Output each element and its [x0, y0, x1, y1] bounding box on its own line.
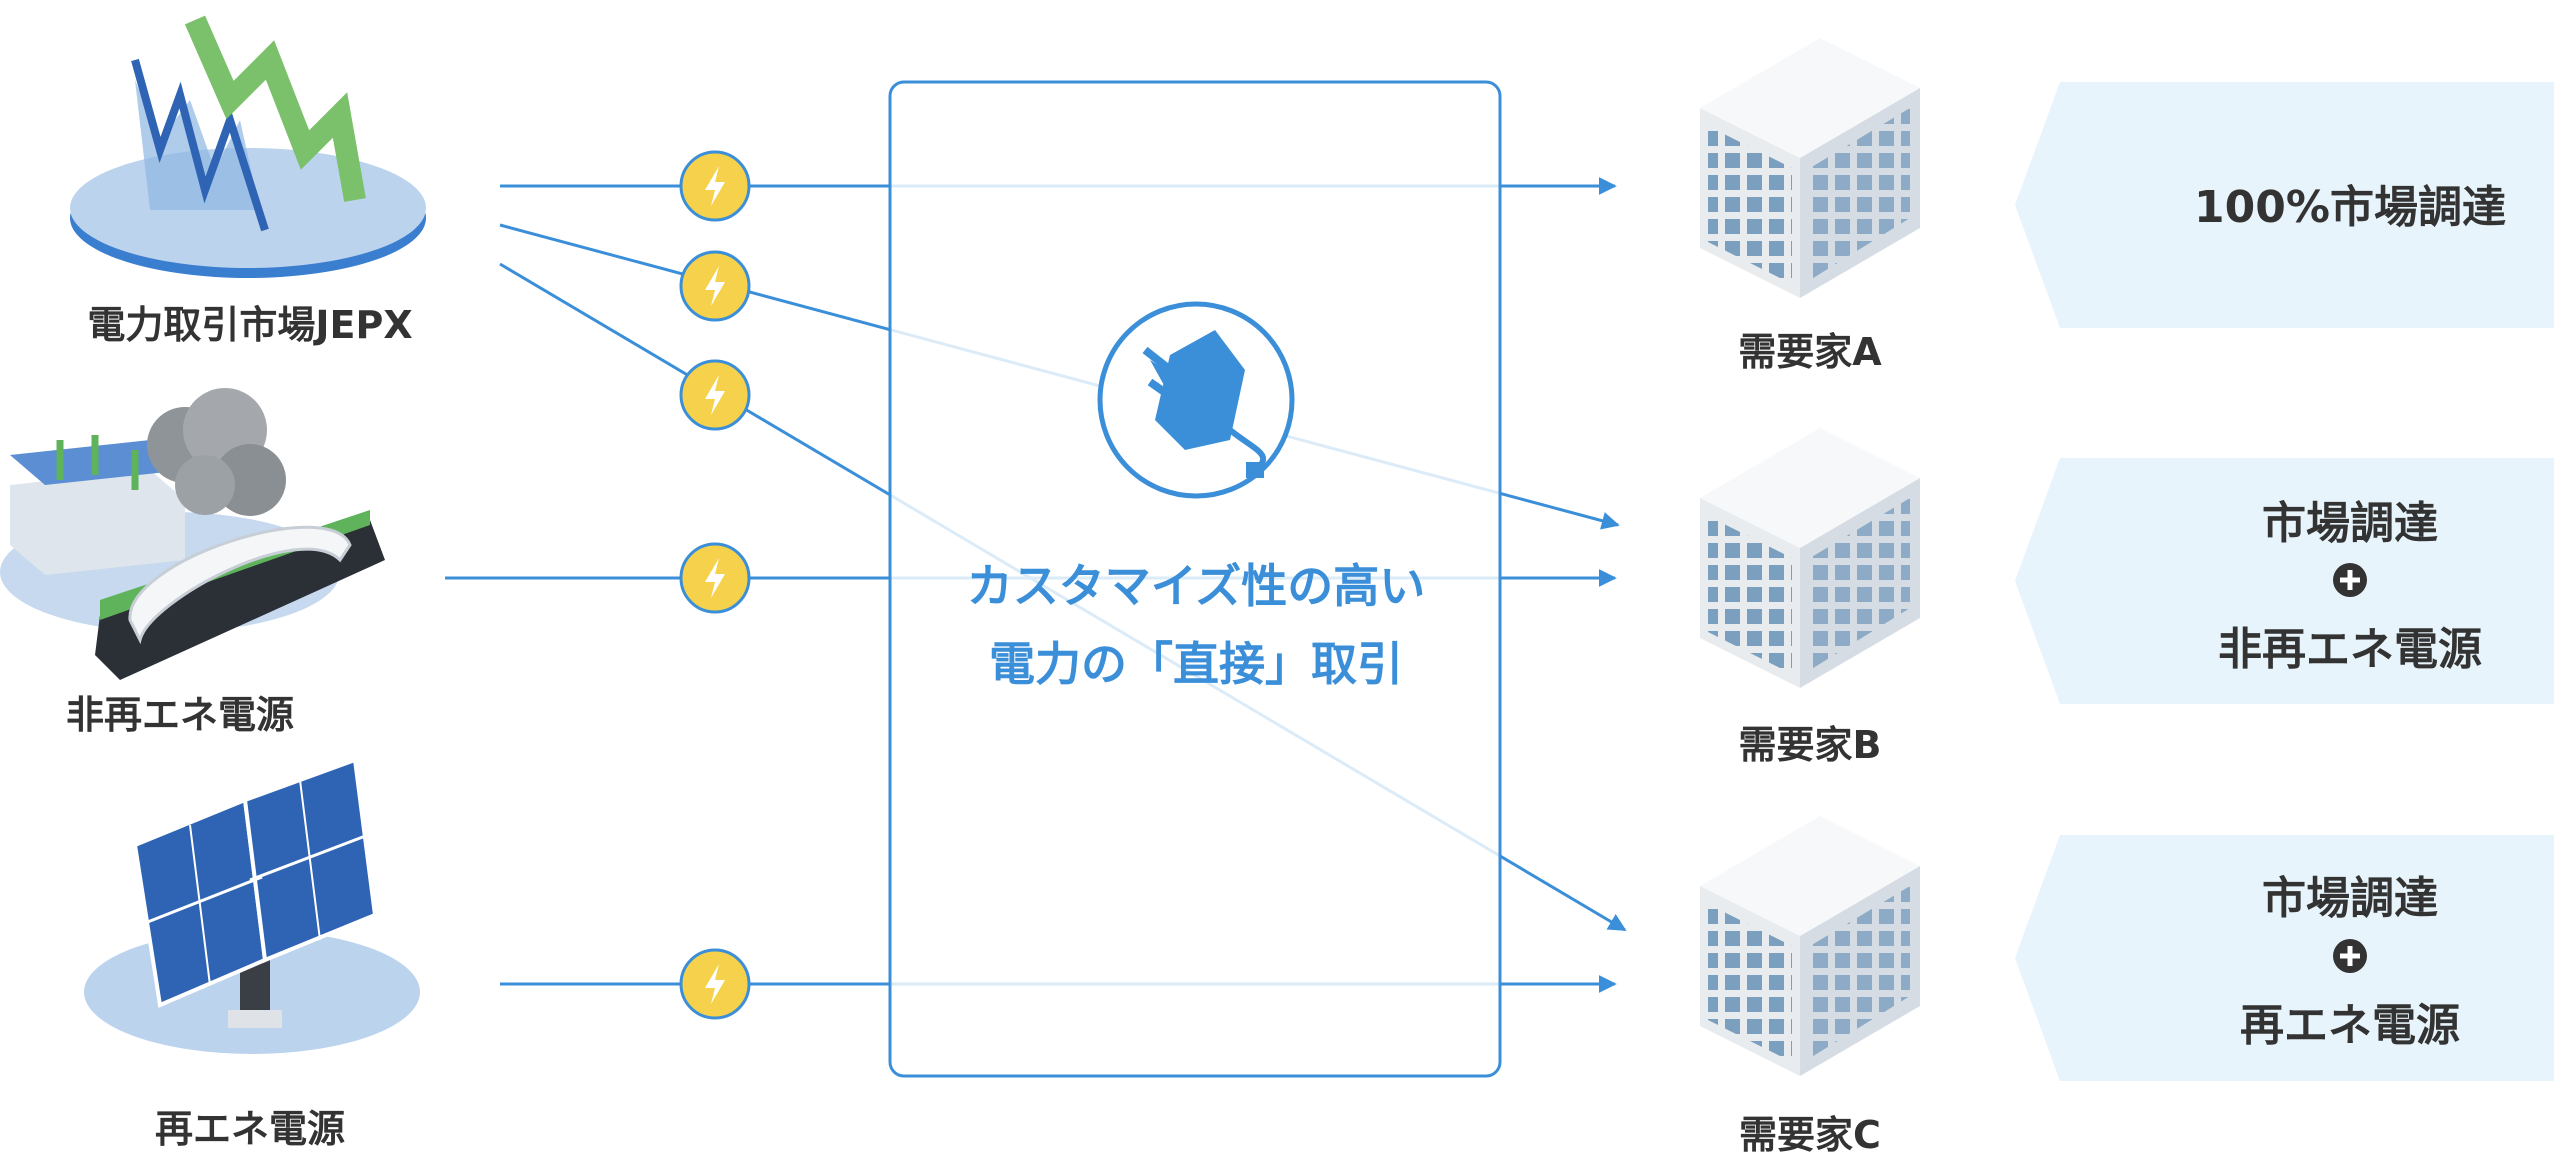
result-text-c-line2: 再エネ電源: [2240, 1000, 2460, 1051]
consumer-b: 需要家B: [1700, 428, 1920, 767]
source-nonrenewable: LNG 非再エネ電源: [0, 388, 385, 737]
source-label-nonrenewable: 非再エネ電源: [66, 693, 294, 737]
center-panel: カスタマイズ性の高い 電力の「直接」取引: [888, 80, 1502, 1078]
consumer-label-b: 需要家B: [1739, 723, 1882, 767]
result-a: 100%市場調達: [2015, 82, 2554, 328]
consumer-label-c: 需要家C: [1739, 1113, 1881, 1157]
bolt-icon: [679, 948, 751, 1020]
source-label-renewable: 再エネ電源: [155, 1107, 345, 1151]
source-label-jepx: 電力取引市場JEPX: [87, 303, 412, 347]
result-b: 市場調達 非再エネ電源: [2015, 458, 2554, 704]
bolt-icon: [679, 359, 751, 431]
building-icon: [1700, 816, 1920, 1076]
building-icon: [1700, 38, 1920, 298]
result-text-a: 100%市場調達: [2194, 182, 2506, 233]
plus-icon: [2333, 939, 2367, 973]
source-jepx: 電力取引市場JEPX: [70, 15, 426, 347]
center-title-line1: カスタマイズ性の高い: [967, 559, 1426, 613]
consumer-a: 需要家A: [1700, 38, 1920, 374]
bolt-icon: [679, 250, 751, 322]
result-text-b-line2: 非再エネ電源: [2218, 624, 2482, 675]
consumer-c: 需要家C: [1700, 816, 1920, 1157]
source-renewable: 再エネ電源: [84, 757, 420, 1151]
lng-plant-icon: LNG: [0, 388, 385, 680]
bolt-icon: [679, 542, 751, 614]
market-chart-icon: [70, 15, 426, 278]
bolt-markers: [679, 150, 751, 1020]
plug-connection-icon: [1097, 301, 1295, 499]
center-title-line2: 電力の「直接」取引: [989, 637, 1403, 691]
bolt-icon: [679, 150, 751, 222]
result-text-b-line1: 市場調達: [2262, 498, 2438, 549]
result-text-c-line1: 市場調達: [2262, 873, 2438, 924]
consumer-label-a: 需要家A: [1738, 330, 1882, 374]
solar-panel-icon: [84, 757, 420, 1054]
result-c: 市場調達 再エネ電源: [2015, 835, 2554, 1081]
plus-icon: [2333, 563, 2367, 597]
building-icon: [1700, 428, 1920, 688]
